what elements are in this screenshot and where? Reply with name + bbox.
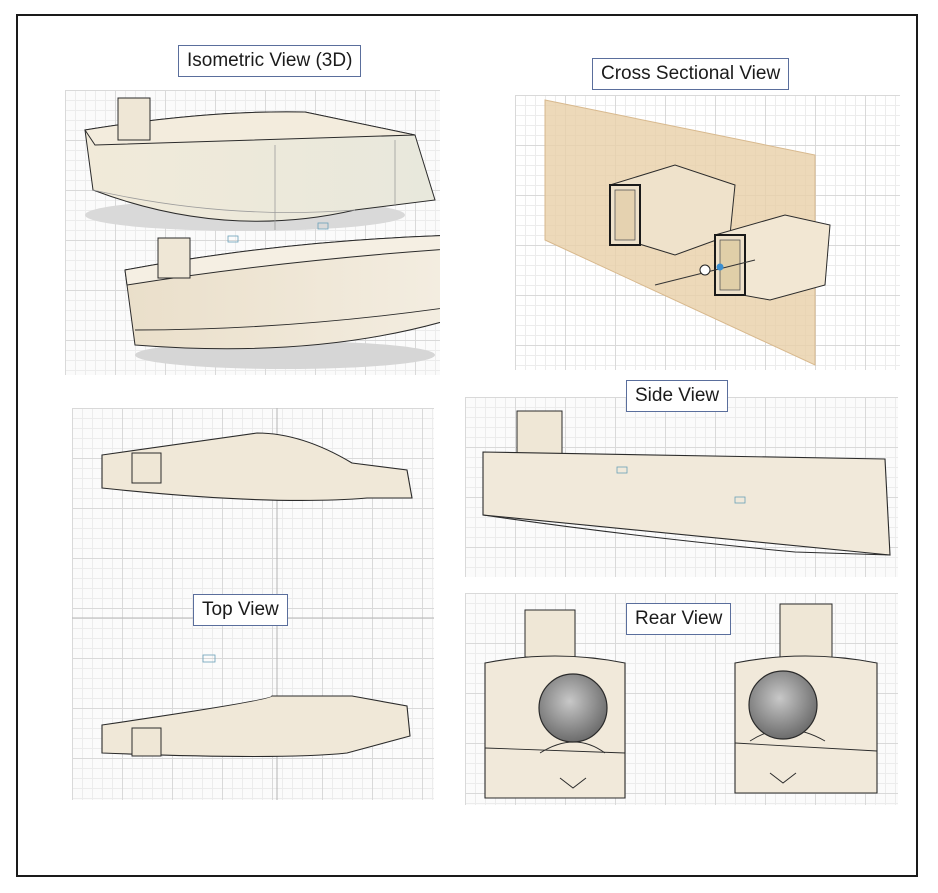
rear-view-label: Rear View: [626, 603, 732, 635]
dimension-tag: [202, 654, 216, 663]
dimension-tag: [734, 496, 746, 504]
tower-box: [117, 97, 151, 141]
isometric-view-label: Isometric View (3D): [178, 45, 362, 77]
top-view-panel: Top View: [72, 408, 434, 800]
origin-marker: [699, 264, 711, 276]
cross-section-panel: Cross Sectional View: [515, 58, 900, 370]
tower-outline: [131, 727, 162, 757]
dimension-tag: [317, 222, 329, 230]
ball: [748, 670, 818, 740]
dimension-tag: [616, 466, 628, 474]
side-view-panel: Side View: [465, 380, 898, 577]
side-view-drawing: [482, 410, 891, 556]
top-view-label: Top View: [193, 594, 288, 626]
cross-section-drawing: [544, 99, 831, 366]
rear-view-drawing: [484, 603, 878, 799]
origin-dot: [716, 263, 724, 271]
hull-deck: [124, 235, 440, 286]
isometric-view-panel: Isometric View (3D): [65, 45, 440, 375]
hull-deck: [84, 111, 416, 146]
side-view-label: Side View: [626, 380, 729, 412]
cross-section-label: Cross Sectional View: [592, 58, 790, 90]
hull-outline-top: [101, 695, 411, 758]
tower-box: [157, 237, 191, 279]
section-cut: [614, 189, 636, 241]
tower-profile: [516, 410, 563, 455]
rear-view-panel: Rear View: [465, 593, 898, 805]
hull-outline-top: [101, 432, 413, 502]
tower-outline: [131, 452, 162, 484]
hull-profile: [482, 451, 891, 556]
isometric-view-drawing: [84, 97, 440, 369]
top-view-drawing: [72, 408, 434, 800]
ball: [538, 673, 608, 743]
dimension-tag: [227, 235, 239, 243]
